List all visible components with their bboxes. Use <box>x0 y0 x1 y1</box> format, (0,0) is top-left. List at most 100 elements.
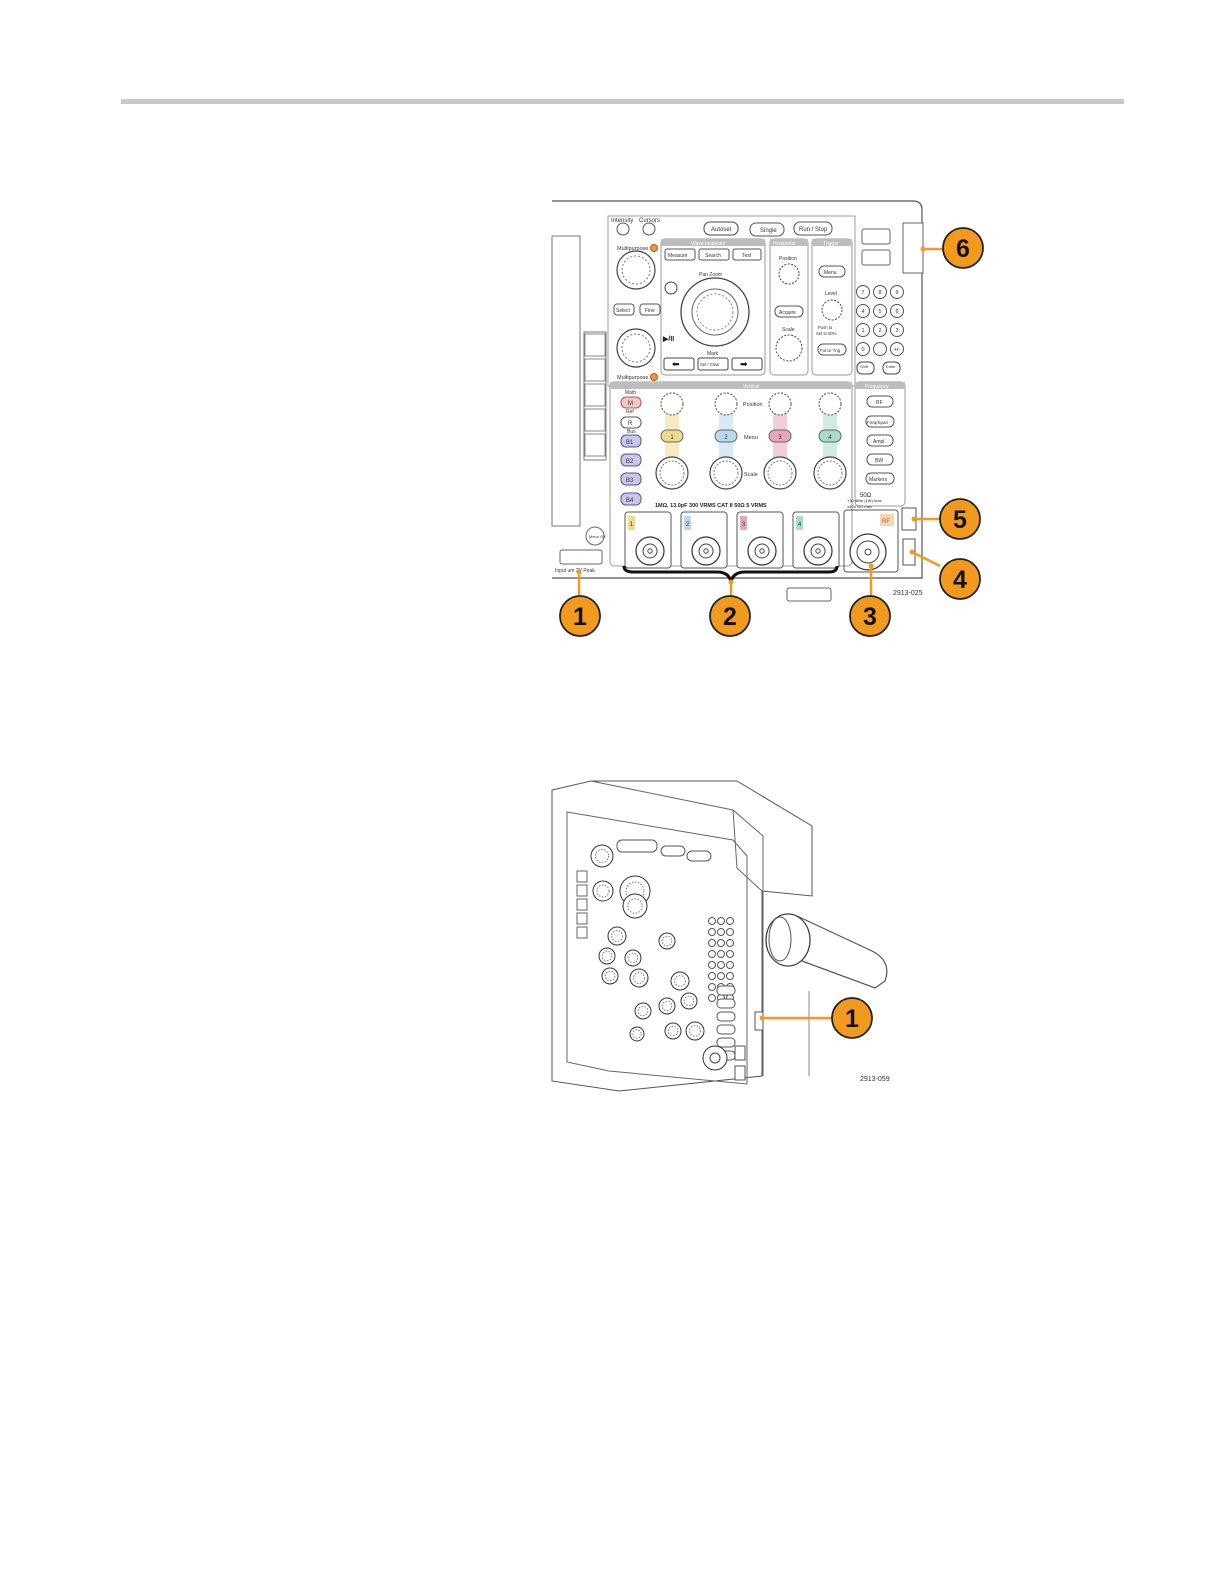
keypad-key-2[interactable] <box>873 285 887 299</box>
panel-knob[interactable] <box>624 949 642 967</box>
panel-key[interactable] <box>717 972 725 980</box>
panel-button[interactable] <box>716 1011 736 1022</box>
panel-key[interactable] <box>708 939 716 947</box>
keypad-key-4[interactable] <box>856 304 870 318</box>
panel-button[interactable] <box>716 1024 736 1035</box>
side-menu-button[interactable] <box>576 912 588 925</box>
panel-key[interactable] <box>726 928 734 936</box>
select-button[interactable] <box>613 303 635 316</box>
enter-button[interactable] <box>882 361 901 375</box>
b3-button[interactable] <box>620 472 642 486</box>
side-menu-button[interactable] <box>576 870 588 883</box>
panel-key[interactable] <box>708 994 716 1002</box>
panel-key[interactable] <box>708 950 716 958</box>
panel-button[interactable] <box>716 985 736 996</box>
ch2-position-knob[interactable] <box>714 392 738 416</box>
run-stop-button[interactable] <box>793 221 833 236</box>
next-mark-button[interactable] <box>731 357 763 371</box>
panel-key[interactable] <box>708 972 716 980</box>
multipurpose-a-knob[interactable] <box>616 250 656 290</box>
keypad-key-11[interactable] <box>873 342 887 356</box>
panel-knob[interactable] <box>658 997 676 1015</box>
panel-knob[interactable] <box>607 926 627 946</box>
keypad-key-9[interactable] <box>890 323 904 337</box>
rf-input-connector[interactable] <box>849 533 887 571</box>
bw-button[interactable] <box>866 453 894 466</box>
ch3-position-knob[interactable] <box>768 392 792 416</box>
blank-button-bottom[interactable] <box>861 249 891 266</box>
blank-button-top[interactable] <box>861 228 891 245</box>
shift-button[interactable] <box>856 361 875 375</box>
math-button[interactable] <box>620 396 642 409</box>
side-port[interactable] <box>754 1011 764 1031</box>
ch4-scale-knob[interactable] <box>813 456 847 490</box>
acquire-button[interactable] <box>774 305 804 318</box>
menu-off-button[interactable] <box>585 526 605 546</box>
panel-key[interactable] <box>708 917 716 925</box>
panel-key[interactable] <box>708 961 716 969</box>
panel-knob[interactable] <box>622 893 648 919</box>
ch2-scale-knob[interactable] <box>709 456 743 490</box>
panel-key[interactable] <box>726 917 734 925</box>
ch4-input-connector[interactable] <box>803 536 833 566</box>
ch1-menu-button[interactable] <box>660 429 684 443</box>
cursors-button[interactable] <box>642 222 656 236</box>
panel-key[interactable] <box>726 972 734 980</box>
freq-span-button[interactable] <box>865 415 895 428</box>
panel-knob[interactable] <box>685 1021 705 1041</box>
panel-key[interactable] <box>726 950 734 958</box>
panel-knob[interactable] <box>590 844 614 868</box>
panel-button[interactable] <box>716 998 736 1009</box>
trigger-menu-button[interactable] <box>818 265 846 278</box>
ch4-position-knob[interactable] <box>818 392 842 416</box>
search-button[interactable] <box>698 248 730 261</box>
panel-key[interactable] <box>717 917 725 925</box>
panel-key[interactable] <box>717 939 725 947</box>
side-menu-button[interactable] <box>576 898 588 911</box>
pan-zoom-knob[interactable] <box>680 277 750 347</box>
prev-mark-button[interactable] <box>663 357 695 371</box>
markers-button[interactable] <box>865 472 895 485</box>
panel-knob[interactable] <box>664 1022 682 1040</box>
measure-button[interactable] <box>664 248 696 261</box>
keypad-key-8[interactable] <box>873 323 887 337</box>
panel-key[interactable] <box>708 928 716 936</box>
ch3-scale-knob[interactable] <box>763 456 797 490</box>
ref-button[interactable] <box>620 416 642 429</box>
ch1-input-connector[interactable] <box>635 536 665 566</box>
horizontal-scale-knob[interactable] <box>775 334 803 362</box>
force-trig-button[interactable] <box>817 343 847 356</box>
ch1-scale-knob[interactable] <box>655 456 689 490</box>
ch4-menu-button[interactable] <box>818 429 842 443</box>
play-pause-icon[interactable]: ▶/II <box>662 336 674 343</box>
ch1-position-knob[interactable] <box>660 392 684 416</box>
panel-knob[interactable] <box>670 971 690 991</box>
keypad-key-10[interactable] <box>856 342 870 356</box>
b1-button[interactable] <box>620 434 642 448</box>
rf-connector[interactable] <box>702 1045 728 1071</box>
panel-knob[interactable] <box>601 967 619 985</box>
side-menu-button[interactable] <box>576 884 588 897</box>
multipurpose-b-knob[interactable] <box>616 328 656 368</box>
keypad-key-6[interactable] <box>890 304 904 318</box>
panel-key[interactable] <box>708 983 716 991</box>
trigger-level-knob[interactable] <box>821 299 843 321</box>
rf-button[interactable] <box>866 395 894 408</box>
ch2-menu-button[interactable] <box>714 429 738 443</box>
intensity-button[interactable] <box>616 222 630 236</box>
keypad-key-7[interactable] <box>856 323 870 337</box>
zoom-icon[interactable] <box>664 281 678 295</box>
panel-key[interactable] <box>717 961 725 969</box>
panel-button[interactable] <box>716 1037 736 1048</box>
panel-key[interactable] <box>726 961 734 969</box>
b2-button[interactable] <box>620 453 642 467</box>
panel-knob[interactable] <box>634 1002 652 1020</box>
keypad-key-3[interactable] <box>890 285 904 299</box>
keypad-key-12[interactable] <box>890 342 904 356</box>
panel-knob[interactable] <box>629 1026 645 1042</box>
panel-knob[interactable] <box>658 932 676 950</box>
keypad-key-1[interactable] <box>856 285 870 299</box>
fine-button[interactable] <box>639 303 661 316</box>
b4-button[interactable] <box>620 492 642 506</box>
set-clear-button[interactable] <box>697 357 729 371</box>
